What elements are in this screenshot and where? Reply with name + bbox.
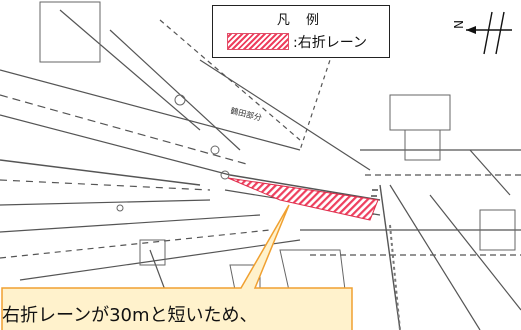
legend-title: 凡 例: [276, 13, 326, 28]
legend-right-turn-lane-label: :右折レーン: [293, 35, 368, 51]
road-label: 鶴田部分: [230, 105, 263, 122]
legend-box: 凡 例 :右折レーン: [212, 5, 390, 58]
compass-north-label: N: [452, 20, 465, 29]
callout-bubble: [1, 204, 353, 330]
right-turn-lane: [227, 177, 379, 221]
legend-hatch-swatch: [227, 33, 289, 50]
building-outlines: [39, 1, 516, 296]
callout-text: 右折レーンが30mと短いため、: [2, 305, 258, 326]
north-arrow-icon: N: [452, 11, 512, 55]
